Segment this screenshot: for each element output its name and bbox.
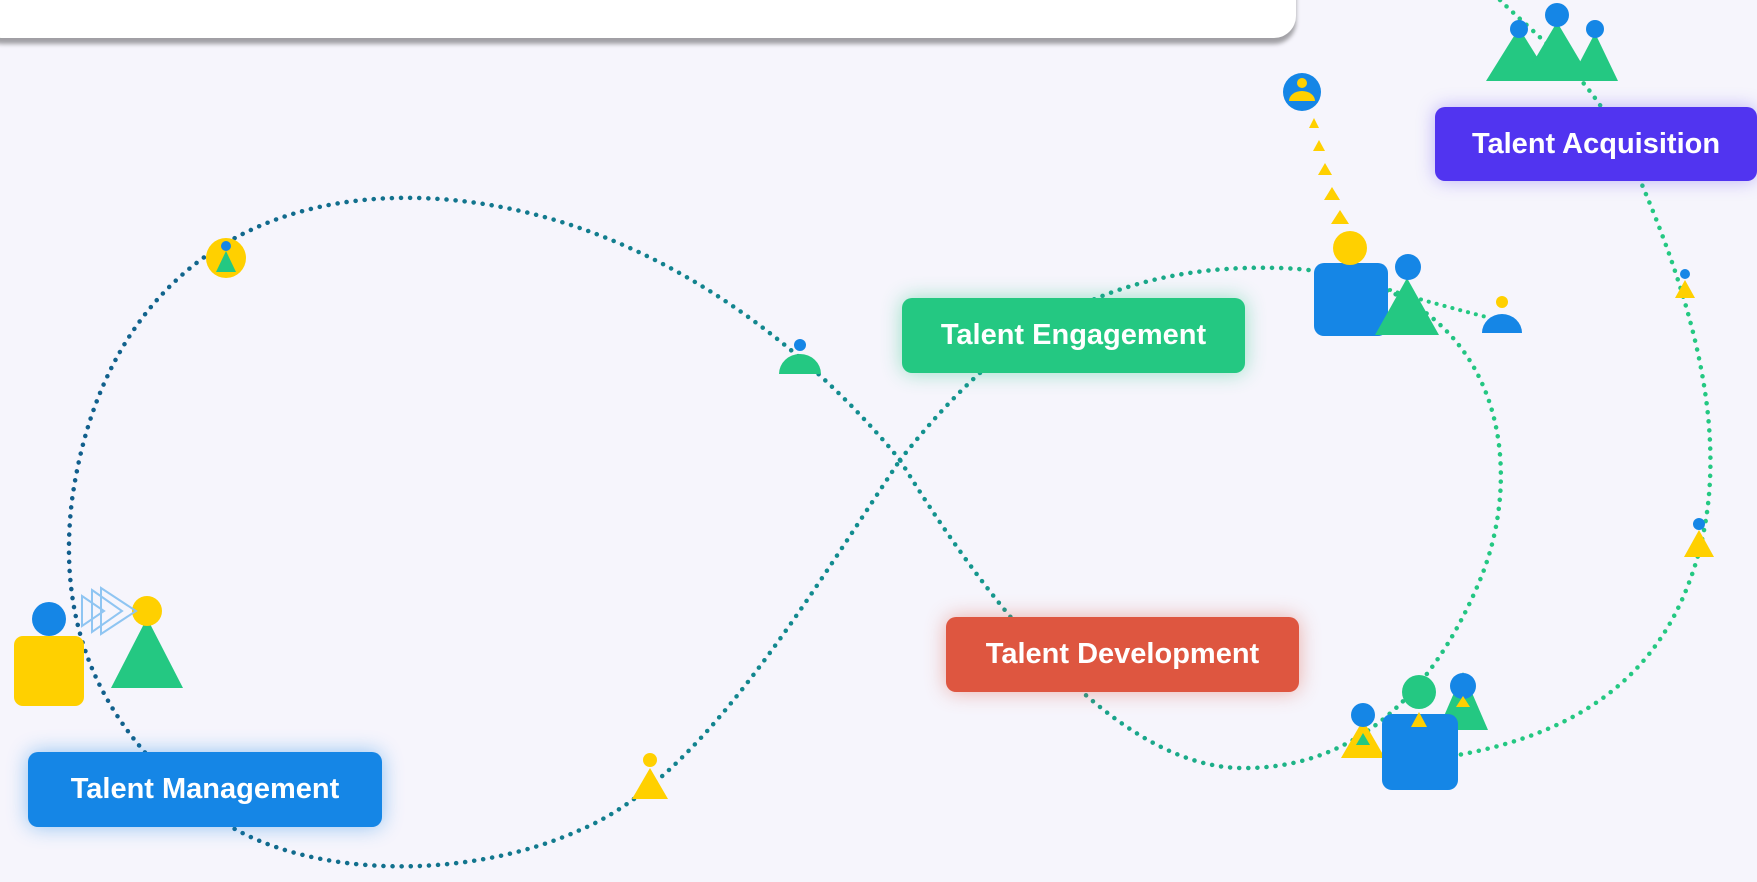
people-group-icon xyxy=(1486,3,1618,81)
person-icon xyxy=(1482,296,1522,333)
talent-acquisition-text: Talent Acquisition xyxy=(1471,127,1721,160)
talent-development-label[interactable]: Talent Development xyxy=(946,617,1299,692)
person-icon xyxy=(632,753,668,799)
person-icon xyxy=(206,238,246,278)
talent-management-label[interactable]: Talent Management xyxy=(28,752,382,827)
top-card-panel xyxy=(0,0,1296,38)
talent-management-text: Talent Management xyxy=(70,773,340,805)
person-icon xyxy=(1283,73,1321,111)
person-icon xyxy=(779,339,821,374)
talent-engagement-label[interactable]: Talent Engagement xyxy=(902,298,1245,373)
people-group-icon xyxy=(1341,672,1488,790)
people-group-icon xyxy=(1314,231,1439,336)
talent-engagement-text: Talent Engagement xyxy=(940,319,1207,351)
acquisition-arc-path xyxy=(1437,0,1713,761)
people-group-icon xyxy=(14,596,183,706)
right-loop-path xyxy=(897,265,1504,771)
yellow-arrow-trail xyxy=(1309,118,1349,224)
person-icon xyxy=(1684,518,1714,557)
left-loop-path xyxy=(66,195,903,869)
talent-development-text: Talent Development xyxy=(985,638,1260,670)
person-icon xyxy=(1675,269,1695,298)
talent-acquisition-label[interactable]: Talent Acquisition xyxy=(1435,107,1757,181)
arrow-chevron-icon xyxy=(81,586,138,636)
